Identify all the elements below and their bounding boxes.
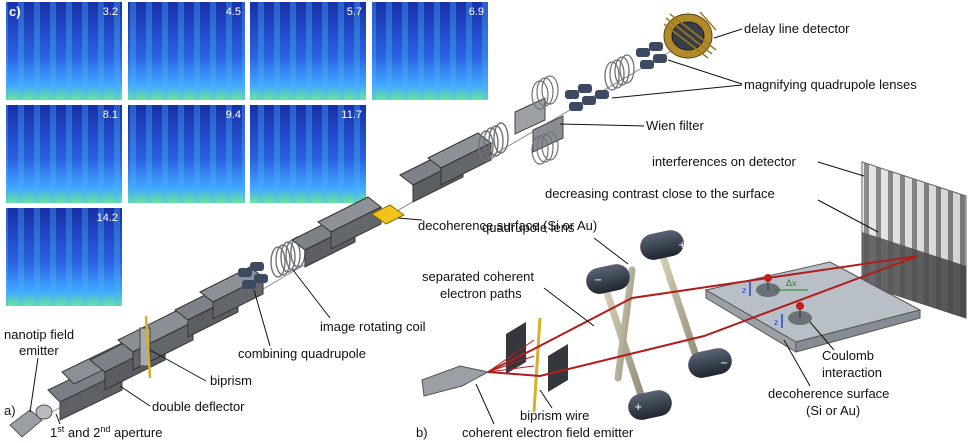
tile-label: 9.4 (226, 109, 241, 121)
deflector-pair (399, 132, 492, 203)
delta-x-label: Δx (786, 278, 797, 288)
tile-1: 3.2 (6, 2, 122, 100)
svg-text:−: − (720, 358, 728, 369)
decoherence-surface-plate (371, 204, 405, 225)
label-separated-paths-line2: electron paths (440, 286, 522, 301)
tile-label: 3.2 (103, 6, 118, 18)
label-coulomb-line1: Coulomb (822, 348, 874, 363)
label-separated-paths-line1: separated coherent (422, 269, 534, 284)
tile-label: 11.7 (341, 109, 362, 121)
label-combining-quadrupole: combining quadrupole (238, 346, 366, 361)
svg-text:+: + (678, 240, 686, 251)
label-nanotip-line2: emitter (19, 343, 59, 358)
biprism (139, 315, 152, 379)
label-interferences-on-detector: interferences on detector (652, 154, 796, 169)
coulomb-markers: Δx z z (742, 274, 808, 328)
quadrupole-lens: + − − + (586, 230, 732, 420)
wien-filter (514, 75, 564, 165)
magnifying-quadrupole-lenses (565, 42, 667, 111)
coherent-emitter-tip (421, 365, 490, 397)
coil (478, 122, 509, 162)
tile-label: 14.2 (97, 212, 118, 224)
quad-cylinder: + (628, 390, 672, 420)
tile-label: 8.1 (103, 109, 118, 121)
label-decoherence-surface: decoherence surface (Si or Au) (418, 218, 597, 233)
label-biprism: biprism (210, 373, 252, 388)
label-decoherence-line1: decoherence surface (768, 386, 889, 401)
tile-3: 5.7 (250, 2, 366, 100)
quadrupole-rods (600, 244, 704, 408)
interference-detector (861, 161, 967, 319)
panel-letter-a: a) (4, 403, 16, 418)
electron-paths (487, 255, 919, 378)
label-wien-filter: Wien filter (646, 118, 704, 133)
label-double-deflector: double deflector (152, 399, 245, 414)
emitter-tip (9, 404, 53, 438)
labels-panel-a: delay line detector magnifying quadrupol… (4, 21, 917, 440)
tile-label: 6.9 (469, 6, 484, 18)
tile-7: 11.7 (250, 105, 366, 203)
deflector-pair (174, 266, 264, 338)
delay-line-detector (663, 11, 717, 59)
tile-grid: 3.2 4.5 5.7 6.9 8.1 9.4 (6, 2, 488, 306)
tile-8: 14.2 (6, 208, 122, 306)
quad-cylinder: − (688, 348, 732, 378)
combining-quadrupole (238, 262, 268, 289)
label-magnifying-quadrupole-lenses: magnifying quadrupole lenses (744, 77, 917, 92)
beamline (9, 11, 717, 438)
tile-6: 9.4 (128, 105, 245, 203)
labels-panel-b: interferences on detector decreasing con… (416, 154, 889, 440)
tile-label: 4.5 (226, 6, 241, 18)
biprism-wire-assembly (506, 317, 568, 413)
panel-letter-c: c) (9, 4, 21, 19)
label-coherent-emitter: coherent electron field emitter (462, 425, 634, 440)
label-quadrupole-lens: quadrupole lens (482, 220, 575, 235)
label-image-rotating-coil: image rotating coil (320, 319, 426, 334)
label-decreasing-contrast: decreasing contrast close to the surface (545, 186, 775, 201)
tile-label: 5.7 (347, 6, 362, 18)
svg-text:−: − (594, 275, 602, 286)
label-nanotip-line1: nanotip field (4, 327, 74, 342)
deflector-pair (291, 196, 382, 268)
label-apertures: 1st and 2nd aperture (50, 424, 162, 440)
label-delay-line-detector: delay line detector (744, 21, 850, 36)
label-decoherence-line2: (Si or Au) (806, 403, 860, 418)
svg-text:+: + (634, 402, 642, 413)
z-marker-label: z (742, 286, 746, 295)
quad-cylinder: − (586, 264, 630, 294)
tile-5: 8.1 (6, 105, 122, 203)
panel-letter-b: b) (416, 425, 428, 440)
quad-cylinder: + (640, 230, 686, 260)
schematic: + − − + (421, 161, 967, 420)
tile-4: 6.9 (372, 2, 488, 100)
z-marker-label: z (774, 318, 778, 327)
label-coulomb-line2: interaction (822, 365, 882, 380)
label-biprism-wire: biprism wire (520, 408, 589, 423)
tile-2: 4.5 (128, 2, 245, 100)
